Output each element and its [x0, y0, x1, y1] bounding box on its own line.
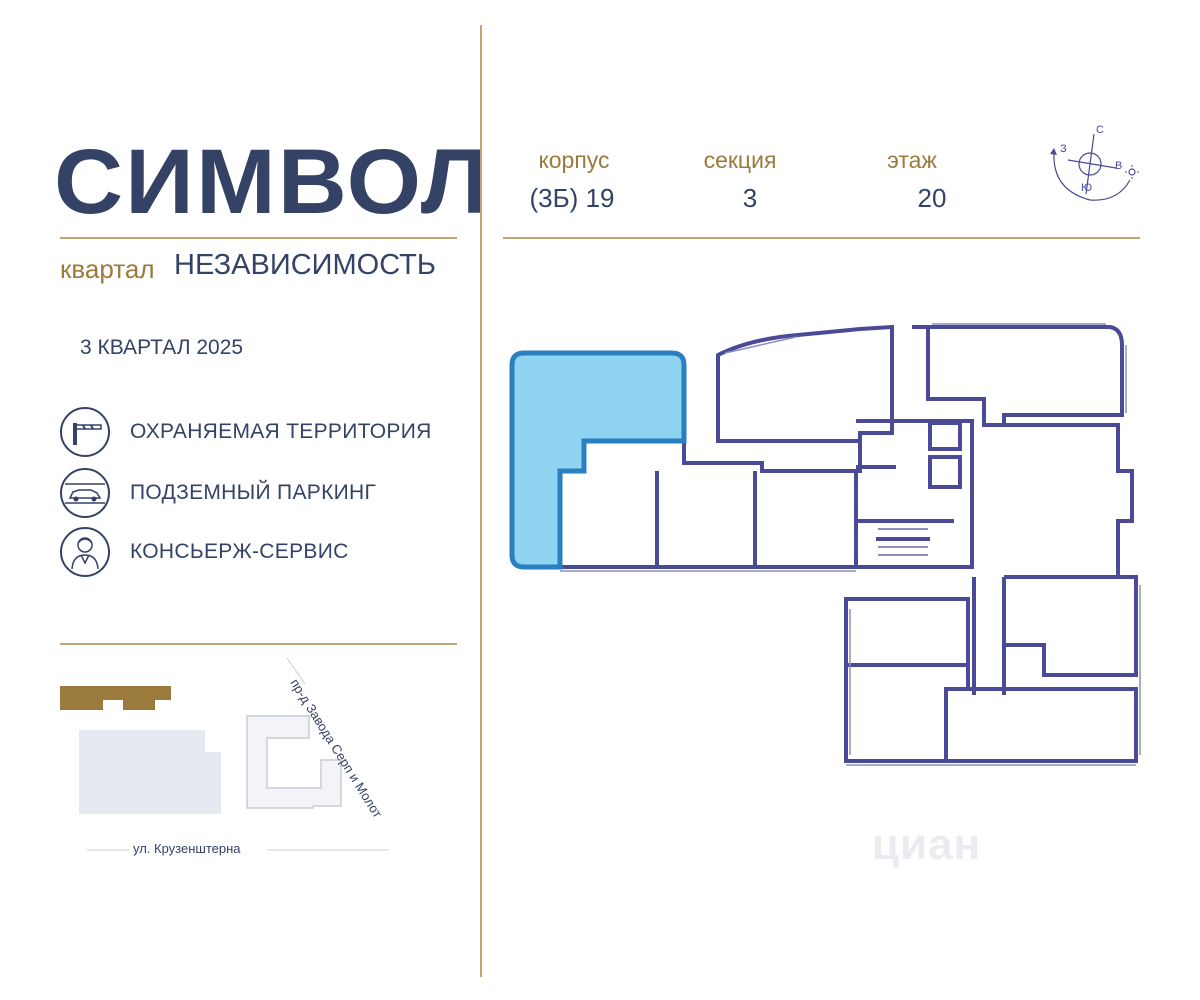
feature-parking: ПОДЗЕМНЫЙ ПАРКИНГ: [60, 466, 480, 520]
car-parking-icon: [60, 468, 110, 518]
feature-label: ПОДЗЕМНЫЙ ПАРКИНГ: [130, 481, 377, 504]
feature-concierge: КОНСЬЕРЖ-СЕРВИС: [60, 525, 480, 579]
section-value: 3: [742, 183, 758, 213]
kvartal-name: НЕЗАВИСИМОСТЬ: [174, 249, 436, 281]
divider: [503, 237, 1140, 239]
divider: [60, 237, 457, 239]
feature-label: КОНСЬЕРЖ-СЕРВИС: [130, 540, 349, 563]
floor-plan: [509, 323, 1141, 766]
section-label: секция: [703, 147, 777, 173]
building-block: [79, 730, 221, 814]
floor-label: этаж: [887, 147, 937, 173]
floor-value: 20: [917, 183, 947, 213]
site-map: [60, 657, 389, 851]
vertical-divider: [480, 25, 482, 977]
divider: [60, 643, 457, 645]
barrier-gate-icon: [60, 407, 110, 457]
korpus-label: корпус: [538, 147, 610, 173]
watermark: циан: [872, 820, 982, 869]
compass-e: В: [1115, 160, 1123, 172]
street-bottom: ул. Крузенштерна: [133, 841, 241, 856]
concierge-icon: [60, 527, 110, 577]
brand-logo: СИМВОЛ: [54, 131, 490, 233]
compass-s: Ю: [1081, 182, 1093, 194]
kvartal-word: квартал: [60, 254, 155, 284]
completion-date: 3 КВАРТАЛ 2025: [80, 336, 244, 359]
building-gold: [60, 686, 171, 710]
selected-apartment: [509, 350, 687, 570]
compass-icon: [1050, 133, 1139, 201]
korpus-value: (3Б) 19: [529, 183, 615, 213]
feature-label: ОХРАНЯЕМАЯ ТЕРРИТОРИЯ: [130, 420, 432, 443]
compass-w: З: [1060, 143, 1067, 155]
feature-security: ОХРАНЯЕМАЯ ТЕРРИТОРИЯ: [60, 405, 480, 459]
compass-n: С: [1096, 124, 1104, 136]
building-outline: [246, 715, 342, 809]
